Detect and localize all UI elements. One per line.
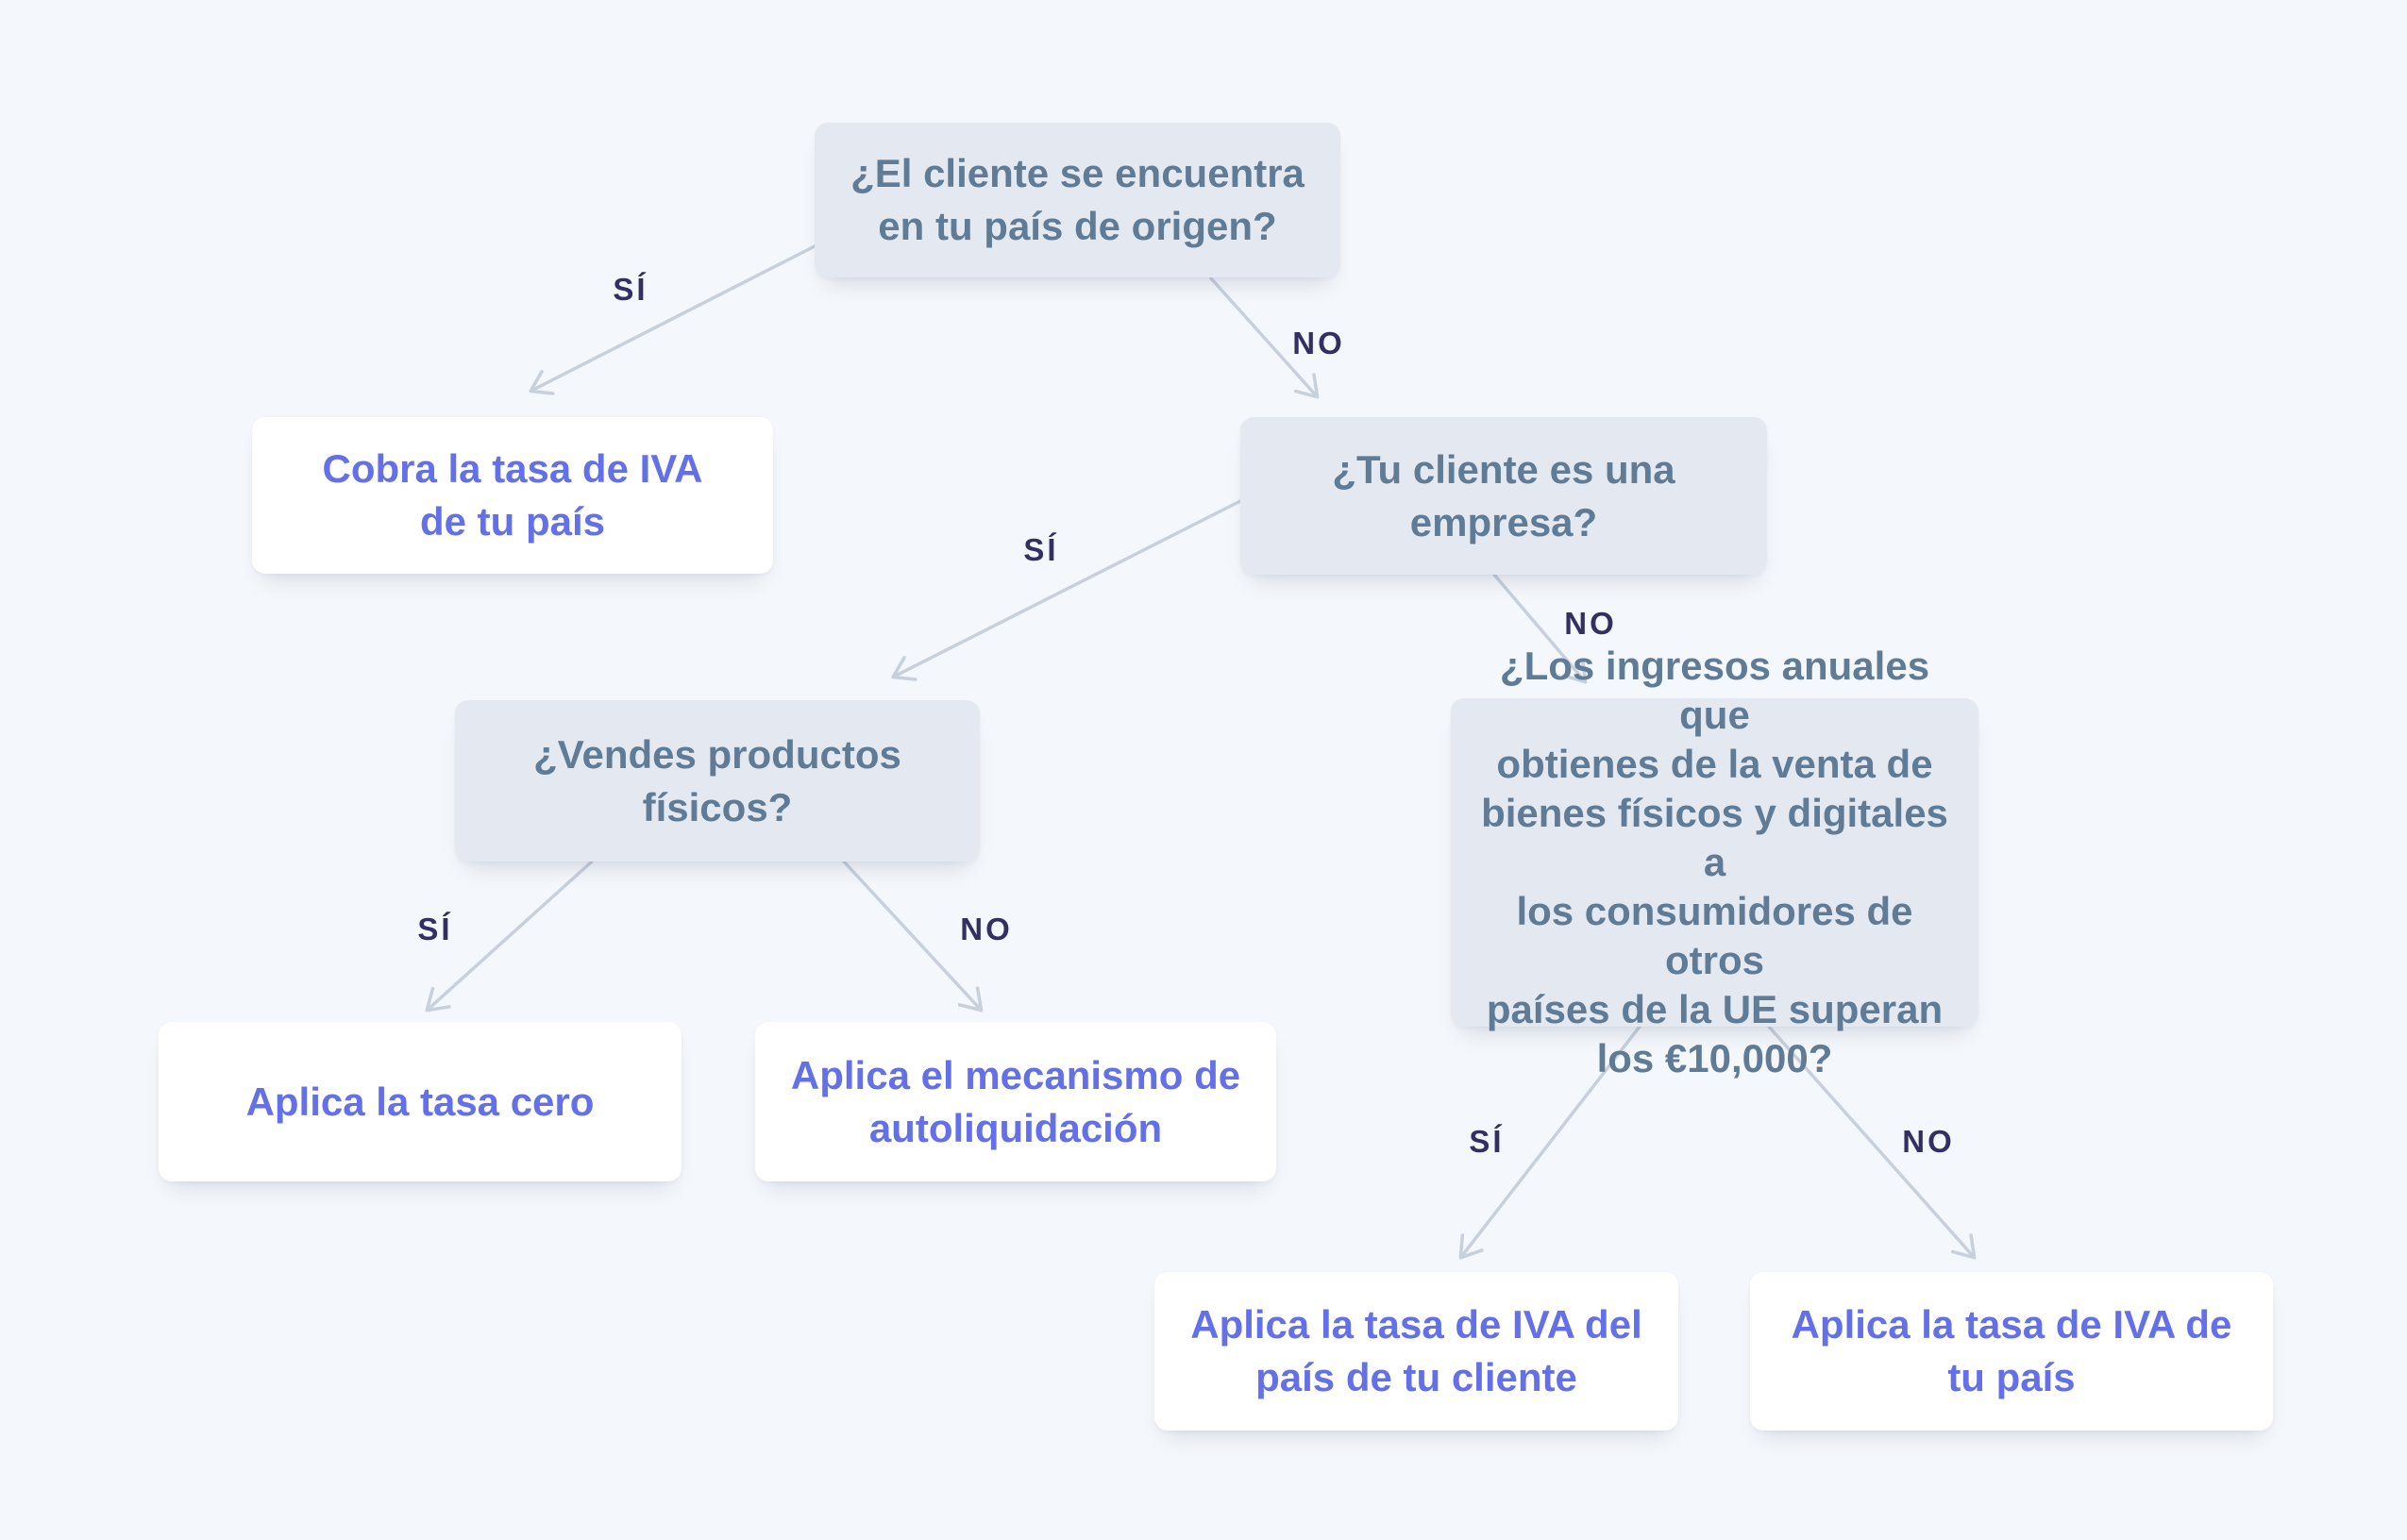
edge-label-si: SÍ — [613, 272, 648, 307]
node-question-client-is-business: ¿Tu cliente es una empresa? — [1240, 417, 1767, 575]
node-result-zero-rate: Aplica la tasa cero — [159, 1022, 682, 1181]
arrow-yes-to-sell-physical — [891, 499, 1242, 681]
edge-label-no: NO — [1292, 326, 1345, 360]
edge-label-no: NO — [960, 912, 1013, 946]
edge-label-si: SÍ — [1023, 532, 1059, 567]
node-question-eu-revenue-over-10000: ¿Los ingresos anuales que obtienes de la… — [1451, 644, 1978, 1080]
edge-label-no: NO — [1564, 606, 1617, 641]
node-result-home-country-vat: Aplica la tasa de IVA de tu país — [1750, 1272, 2273, 1431]
node-result-customer-country-vat: Aplica la tasa de IVA del país de tu cli… — [1154, 1272, 1678, 1431]
arrow-yes-to-charge-home-vat — [529, 244, 816, 395]
node-question-sell-physical-products: ¿Vendes productos físicos? — [455, 700, 980, 862]
node-question-client-in-home-country: ¿El cliente se encuentra en tu país de o… — [815, 123, 1340, 277]
node-result-charge-home-vat: Cobra la tasa de IVA de tu país — [252, 417, 773, 574]
node-result-reverse-charge: Aplica el mecanismo de autoliquidación — [755, 1022, 1276, 1181]
edge-label-si: SÍ — [417, 912, 453, 946]
edge-label-si: SÍ — [1469, 1124, 1505, 1159]
edge-label-no: NO — [1902, 1124, 1955, 1159]
